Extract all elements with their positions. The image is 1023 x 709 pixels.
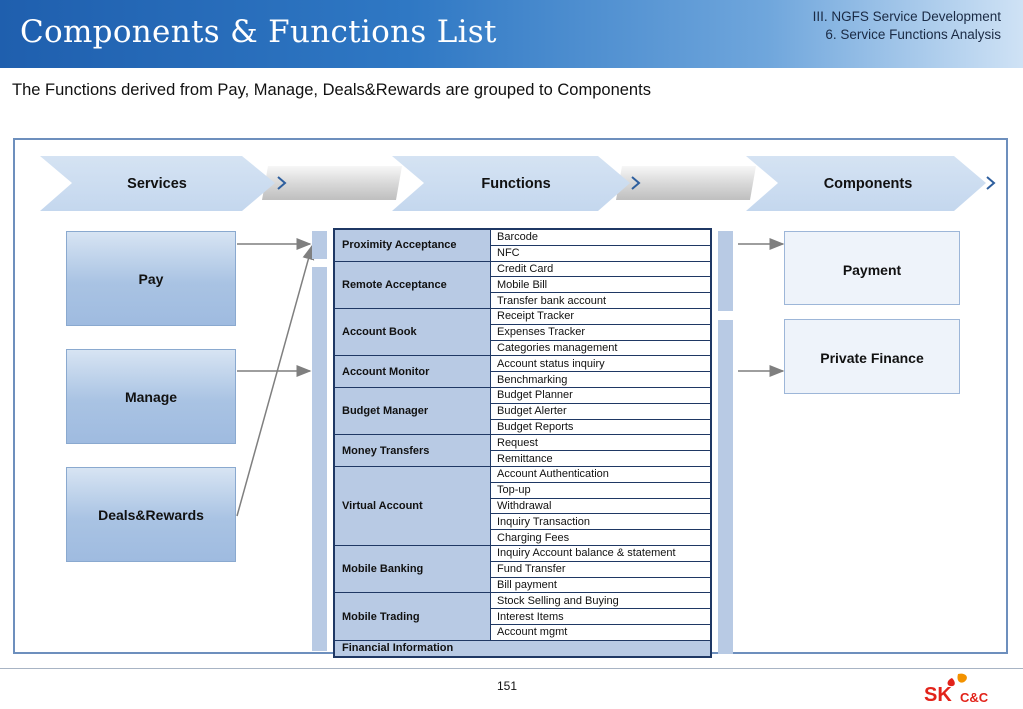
function-item: Budget Alerter <box>490 403 711 420</box>
function-item: Request <box>490 434 711 452</box>
function-item: Account mgmt <box>490 624 711 641</box>
function-row: Benchmarking <box>334 371 711 388</box>
logo-sk-text: SK <box>924 684 952 706</box>
component-private-finance: Private Finance <box>784 319 960 394</box>
breadcrumb-section: III. NGFS Service Development <box>812 9 1001 24</box>
function-item: Receipt Tracker <box>490 308 711 325</box>
bracket-bar-right-top <box>718 231 733 311</box>
function-item: Charging Fees <box>490 529 711 546</box>
function-group-label: Money Transfers <box>334 434 491 467</box>
function-item: Budget Planner <box>490 387 711 404</box>
function-row: Mobile Bill <box>334 276 711 294</box>
function-item: Account status inquiry <box>490 355 711 373</box>
function-item: Benchmarking <box>490 371 711 388</box>
function-row: Budget Alerter <box>334 403 711 420</box>
function-group-label: Account Book <box>334 308 491 357</box>
function-row: Categories management <box>334 340 711 357</box>
function-item: Credit Card <box>490 261 711 278</box>
function-row: Account mgmt <box>334 624 711 641</box>
flow-arrow-icon-1 <box>277 176 287 190</box>
page-subtitle: The Functions derived from Pay, Manage, … <box>12 81 651 99</box>
components-chevron-label: Components <box>823 175 913 192</box>
function-row: Charging Fees <box>334 529 711 546</box>
flow-arrow-icon-2 <box>631 176 641 190</box>
breadcrumb-subsection: 6. Service Functions Analysis <box>825 27 1001 42</box>
function-row: Top-up <box>334 482 711 499</box>
function-row: Bill payment <box>334 577 711 594</box>
function-item: Barcode <box>490 229 711 246</box>
flow-connector-1 <box>262 166 402 200</box>
function-item: Remittance <box>490 450 711 467</box>
function-item: Fund Transfer <box>490 561 711 578</box>
service-deals-rewards: Deals&Rewards <box>66 467 236 562</box>
function-item: Transfer bank account <box>490 292 711 309</box>
functions-chevron <box>392 156 630 211</box>
function-item: Stock Selling and Buying <box>490 592 711 610</box>
function-item: Interest Items <box>490 608 711 625</box>
components-chevron <box>746 156 986 211</box>
breadcrumb: III. NGFS Service Development 6. Service… <box>813 8 1001 44</box>
page-title: Components & Functions List <box>20 14 497 50</box>
function-item: NFC <box>490 245 711 262</box>
function-item: Account Authentication <box>490 466 711 483</box>
function-item: Inquiry Transaction <box>490 513 711 531</box>
bracket-bar-left <box>312 267 327 651</box>
function-item: Withdrawal <box>490 498 711 515</box>
function-row: Remittance <box>334 450 711 467</box>
function-item: Top-up <box>490 482 711 499</box>
services-chevron-label: Services <box>127 175 187 192</box>
function-group-label: Mobile Banking <box>334 545 491 594</box>
function-row: Withdrawal <box>334 498 711 515</box>
function-item: Budget Reports <box>490 419 711 436</box>
function-group-label: Mobile Trading <box>334 592 491 641</box>
financial-information-row: Financial Information <box>334 640 711 658</box>
sk-cc-logo: SK C&C <box>922 672 1002 706</box>
function-item: Categories management <box>490 340 711 357</box>
footer-divider <box>0 668 1023 669</box>
functions-chevron-label: Functions <box>481 175 551 192</box>
flow-connector-2 <box>616 166 756 200</box>
bracket-bar-left-top <box>312 231 327 259</box>
function-row: Fund Transfer <box>334 561 711 578</box>
function-row: Transfer bank account <box>334 292 711 309</box>
butterfly-icon <box>947 673 967 687</box>
bracket-bar-right <box>718 320 733 654</box>
service-pay: Pay <box>66 231 236 326</box>
function-row: NFC <box>334 245 711 262</box>
function-item: Mobile Bill <box>490 276 711 294</box>
page-number: 151 <box>497 679 518 693</box>
function-group-label: Account Monitor <box>334 355 491 388</box>
function-item: Bill payment <box>490 577 711 594</box>
function-group-label: Virtual Account <box>334 466 491 546</box>
function-group-label: Budget Manager <box>334 387 491 436</box>
function-row: Inquiry Transaction <box>334 513 711 531</box>
logo-cc-text: C&C <box>960 690 989 705</box>
function-group-label: Proximity Acceptance <box>334 229 491 262</box>
service-manage: Manage <box>66 349 236 444</box>
function-row: Expenses Tracker <box>334 324 711 341</box>
component-payment: Payment <box>784 231 960 305</box>
financial-information-label: Financial Information <box>334 640 711 658</box>
function-item: Inquiry Account balance & statement <box>490 545 711 562</box>
header-banner <box>0 0 1023 68</box>
function-row: Budget Reports <box>334 419 711 436</box>
services-chevron <box>40 156 275 211</box>
arrow-deals-to-functions <box>236 244 315 517</box>
function-item: Expenses Tracker <box>490 324 711 341</box>
function-row: Interest Items <box>334 608 711 625</box>
flow-arrow-icon-3 <box>986 176 996 190</box>
function-group-label: Remote Acceptance <box>334 261 491 309</box>
